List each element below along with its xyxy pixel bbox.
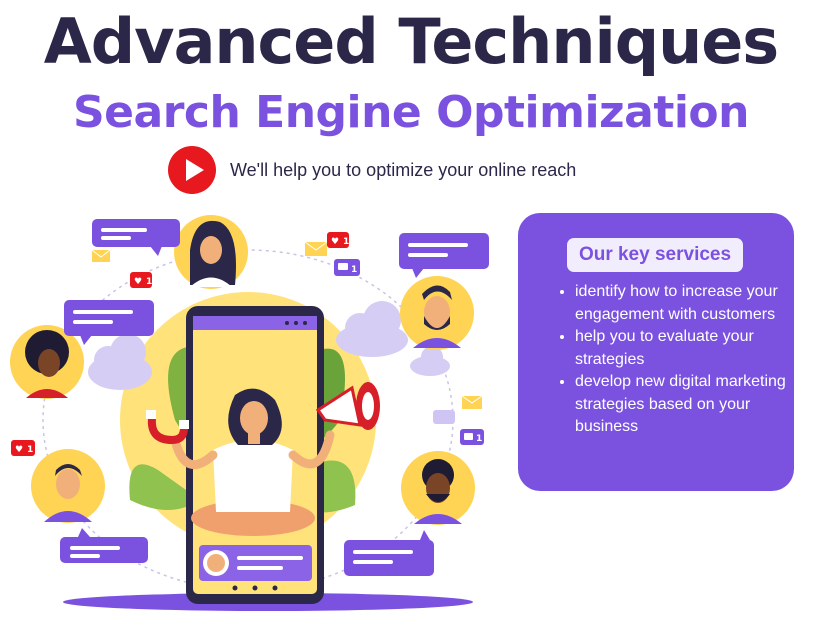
- page-title: Advanced Techniques: [43, 5, 779, 78]
- chat-bubble: [64, 300, 154, 345]
- cloud-icon: [410, 346, 450, 376]
- chat-bubble: [344, 530, 434, 576]
- tagline-text: We'll help you to optimize your online r…: [230, 159, 577, 180]
- comment-icon: 1: [460, 429, 484, 445]
- avatar: [31, 449, 105, 523]
- like-count: 1: [343, 237, 349, 247]
- avatar: [174, 215, 248, 289]
- services-card: Our key services identify how to increas…: [518, 213, 794, 491]
- services-heading: Our key services: [567, 238, 743, 272]
- svg-text:♥: ♥: [331, 237, 339, 247]
- chat-bubble: [399, 233, 489, 278]
- like-icon: ♥ 1: [11, 440, 35, 456]
- play-icon[interactable]: [168, 146, 216, 194]
- mail-icon: [304, 241, 328, 256]
- services-list: identify how to increase your engagement…: [554, 281, 807, 439]
- list-item: help you to evaluate your strategies: [575, 326, 807, 371]
- like-count: 1: [146, 277, 152, 287]
- like-icon: ♥ 1: [130, 272, 152, 288]
- svg-text:♥: ♥: [15, 445, 23, 455]
- mail-icon: [91, 249, 111, 262]
- cloud-icon: [336, 301, 408, 357]
- comment-count: 1: [476, 434, 482, 444]
- avatar: [10, 325, 84, 399]
- phone-post-card: [199, 545, 312, 581]
- comment-icon: [433, 410, 455, 424]
- list-item: develop new digital marketing strategies…: [575, 371, 807, 439]
- tagline-row: We'll help you to optimize your online r…: [168, 146, 576, 194]
- list-item: identify how to increase your engagement…: [575, 281, 807, 326]
- like-count: 1: [27, 445, 33, 455]
- cloud-icon: [88, 334, 152, 390]
- mail-icon: [461, 395, 483, 409]
- svg-text:♥: ♥: [134, 277, 142, 287]
- comment-count: 1: [351, 265, 357, 275]
- megaphone-icon: [315, 382, 380, 430]
- magnet-icon: [146, 410, 189, 445]
- comment-icon: 1: [334, 259, 360, 276]
- meditating-person: [170, 388, 335, 536]
- like-icon: 1 ♥: [327, 232, 349, 248]
- social-media-illustration: 1 ♥ ♥ 1 ♥ 1 1 1: [10, 215, 489, 611]
- page-subtitle: Search Engine Optimization: [72, 87, 750, 138]
- chat-bubble: [60, 528, 148, 563]
- avatar: [400, 276, 474, 350]
- avatar: [401, 451, 475, 525]
- chat-bubble: [92, 219, 180, 256]
